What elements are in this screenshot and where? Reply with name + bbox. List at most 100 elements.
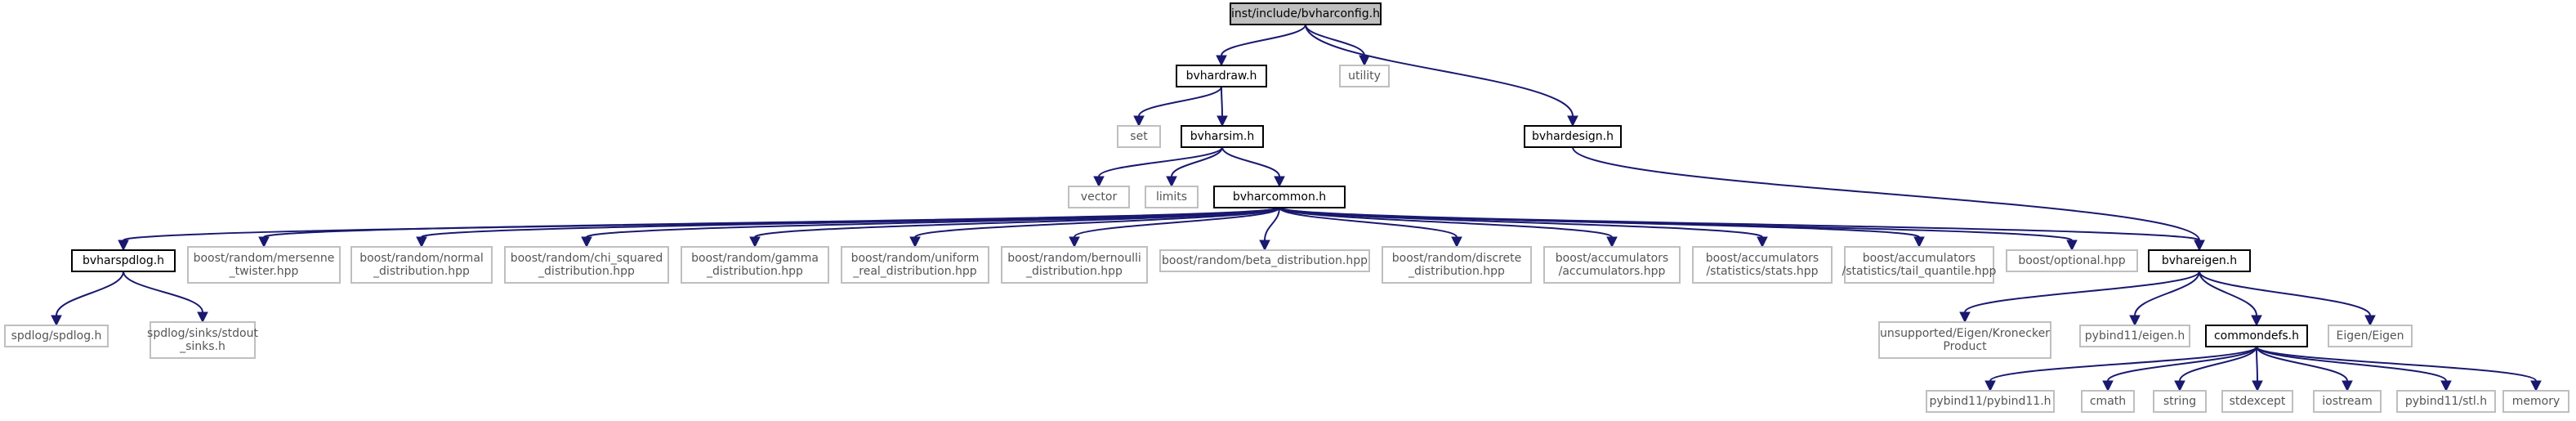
arrowhead-icon [1984, 380, 1996, 392]
edge-line [2256, 346, 2537, 382]
arrowhead-icon [2440, 380, 2452, 392]
node-spdlog: spdlog/spdlog.h [4, 325, 109, 347]
node-bvhareigen[interactable]: bvhareigen.h [2148, 249, 2251, 272]
node-box [1878, 321, 2051, 359]
edge-line [1221, 146, 1280, 177]
node-box [2396, 390, 2496, 413]
edge-bvharcommon-to-discrete [1279, 207, 1462, 249]
node-label: _sinks.h [179, 340, 225, 353]
node-label: _twister.hpp [229, 265, 299, 278]
edge-line [1264, 207, 1280, 241]
node-optional: boost/optional.hpp [2006, 249, 2138, 272]
node-memory: memory [2502, 390, 2569, 413]
node-label: boost/optional.hpp [2018, 254, 2125, 267]
edge-bvhardraw-to-set [1133, 86, 1222, 128]
node-set: set [1117, 125, 1161, 148]
node-label: string [2163, 395, 2196, 408]
arrowhead-icon [1133, 115, 1145, 128]
edge-commondefs-to-pybind11 [1984, 346, 2257, 392]
edge-bvharsim-to-vector [1093, 146, 1223, 188]
node-label: Product [1943, 340, 1987, 353]
node-label: boost/random/gamma [691, 252, 819, 265]
node-label: bvhardesign.h [1532, 130, 1614, 143]
node-label: boost/random/uniform [851, 252, 980, 265]
node-eigen: Eigen/Eigen [2328, 325, 2413, 347]
edge-bvharsim-to-bvharcommon [1221, 146, 1285, 188]
edge-bvharcommon-to-stats [1279, 207, 1768, 249]
node-box [2502, 390, 2569, 413]
node-box [2153, 390, 2207, 413]
arrowhead-icon [2102, 380, 2114, 392]
node-box [2081, 390, 2135, 413]
edge-commondefs-to-string [2174, 346, 2257, 392]
arrowhead-icon [2174, 380, 2185, 392]
arrowhead-icon [1069, 236, 1080, 249]
node-label: pybind11/stl.h [2405, 395, 2487, 408]
node-iostream: iostream [2313, 390, 2382, 413]
edge-bvhardesign-to-bvhareigen [1572, 146, 2205, 252]
edge-line [2256, 346, 2447, 382]
arrowhead-icon [51, 315, 62, 327]
node-stdexcept: stdexcept [2221, 390, 2293, 413]
arrowhead-icon [1757, 236, 1768, 249]
node-bvhardraw[interactable]: bvhardraw.h [1176, 65, 1267, 87]
node-label: limits [1156, 190, 1187, 204]
edge-line [2199, 271, 2257, 316]
node-bvharspdlog[interactable]: bvharspdlog.h [71, 249, 176, 272]
node-label: _distribution.hpp [1025, 265, 1123, 278]
arrowhead-icon [2530, 380, 2542, 392]
arrowhead-icon [1274, 176, 1285, 188]
edge-bvharconfig-to-utility [1305, 24, 1370, 67]
arrowhead-icon [2251, 315, 2262, 327]
node-box [1213, 186, 1346, 208]
edge-line [123, 271, 203, 313]
node-discrete: boost/random/discrete_distribution.hpp [1382, 246, 1532, 284]
node-box [1692, 246, 1833, 284]
node-label: _distribution.hpp [706, 265, 803, 278]
edge-line [1279, 207, 2073, 241]
edge-bvhareigen-to-kronecker [1959, 271, 2200, 324]
arrowhead-icon [749, 236, 761, 249]
node-label: boost/accumulators [1706, 252, 1819, 265]
edge-line [914, 207, 1280, 238]
edge-bvharsim-to-limits [1166, 146, 1223, 188]
node-label: memory [2512, 395, 2560, 408]
node-tailq: boost/accumulators/statistics/tail_quant… [1842, 246, 1997, 284]
edge-commondefs-to-cmath [2102, 346, 2257, 392]
node-bvharconfig[interactable]: inst/include/bvharconfig.h [1230, 2, 1382, 25]
node-box [4, 325, 109, 347]
edge-line [1572, 146, 2200, 241]
node-label: bvhareigen.h [2162, 254, 2237, 267]
edge-line [1305, 24, 1365, 56]
node-label: /accumulators.hpp [1559, 265, 1666, 278]
node-label: boost/random/discrete [1392, 252, 1521, 265]
edge-line [56, 271, 124, 316]
arrowhead-icon [2066, 240, 2078, 252]
node-box [2006, 249, 2138, 272]
node-pybind11: pybind11/pybind11.h [1926, 390, 2055, 413]
edges-layer [51, 24, 2542, 392]
edge-commondefs-to-stdexcept [2252, 346, 2263, 392]
edge-line [1074, 207, 1280, 238]
edge-bvharcommon-to-accumulators [1279, 207, 1618, 249]
node-label: _distribution.hpp [1408, 265, 1505, 278]
node-commondefs[interactable]: commondefs.h [2205, 325, 2308, 347]
edge-bvharcommon-to-gamma [749, 207, 1280, 249]
node-beta: boost/random/beta_distribution.hpp [1159, 249, 1370, 272]
node-chisq: boost/random/chi_squared_distribution.hp… [504, 246, 669, 284]
edge-line [1279, 207, 1458, 238]
node-label: Eigen/Eigen [2337, 329, 2404, 343]
node-bvharcommon[interactable]: bvharcommon.h [1213, 186, 1346, 208]
node-label: iostream [2322, 395, 2373, 408]
node-string: string [2153, 390, 2207, 413]
node-label: bvharcommon.h [1233, 190, 1326, 204]
node-bvhardesign[interactable]: bvhardesign.h [1524, 125, 1622, 148]
node-label: pybind11/pybind11.h [1929, 395, 2051, 408]
arrowhead-icon [1606, 236, 1618, 249]
arrowhead-icon [1451, 236, 1462, 249]
edge-line [754, 207, 1280, 238]
arrowhead-icon [1567, 115, 1578, 128]
node-bvharsim[interactable]: bvharsim.h [1181, 125, 1264, 148]
